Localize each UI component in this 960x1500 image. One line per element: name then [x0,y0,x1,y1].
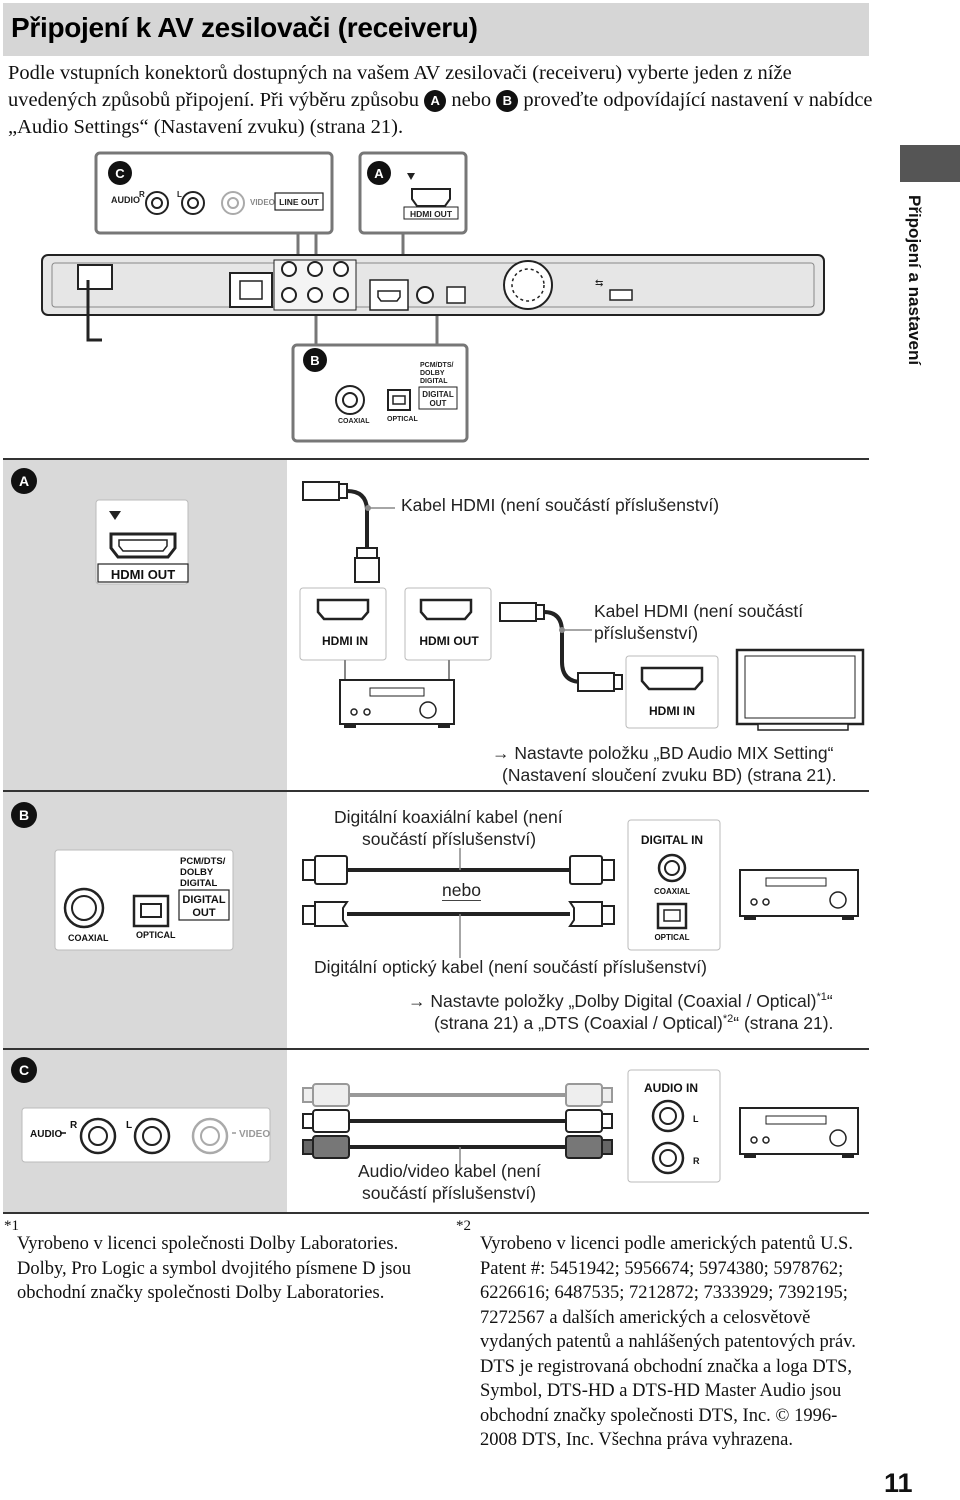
intro-badge-b: B [496,90,519,112]
player-hdmi-port [109,532,177,559]
callout-b-badge [303,348,327,372]
callout-b-out: OUT [430,399,447,408]
side-tab-label: Připojení a nastavení [905,195,924,366]
player-body [41,254,825,316]
callout-a-hdmi-port [411,188,451,207]
av-cable-video [302,1083,613,1107]
c-rx-r: R [693,1156,700,1166]
b-pcm1: PCM/DTS/ [180,856,226,867]
optical-cable-caption: Digitální optický kabel (není součástí p… [314,957,707,977]
hdmi-cable-2-caption-line1: Kabel HDMI (není součástí [594,601,804,621]
callout-a-badge [367,161,391,185]
or-label: nebo [442,880,481,901]
b-rx-coaxial: COAXIAL [654,887,690,896]
b-out: OUT [192,907,216,919]
divider-end [3,1212,869,1214]
player-hdmi-out-label: HDMI OUT [111,567,175,582]
receiver-hdmi-in-label: HDMI IN [322,634,368,648]
divider-b [3,790,869,792]
callout-c-lineout: LINE OUT [279,197,319,207]
callout-b-pcm3: DIGITAL [420,378,448,385]
callout-b-pcm1: PCM/DTS/ [420,362,454,369]
callout-b-pcm2: DOLBY [420,370,445,377]
divider-c [3,1048,869,1050]
arrow-icon: → [492,743,515,763]
c-rx-l: L [693,1114,699,1124]
callout-b-frame [291,343,469,443]
b-digital-in: DIGITAL IN [641,833,703,847]
av-cable-caption-line2: součástí příslušenství) [362,1183,537,1203]
title-bar [3,3,869,56]
footnote-2-text: Vyrobeno v licenci podle amerických pate… [480,1234,856,1450]
tv-hdmi-in-label: HDMI IN [649,704,695,718]
callout-c-r: R [139,190,145,199]
footnote-1-mark: *1 [4,1218,19,1234]
b-pcm2: DOLBY [180,867,214,878]
section-b-note-line2: (strana 21) a „DTS (Coaxial / Optical)*2… [434,1012,834,1033]
b-pcm3: DIGITAL [180,878,217,889]
coax-cable-caption-line1: Digitální koaxiální kabel (není [334,807,563,827]
section-b-note-line1: → Nastavte položky „Dolby Digital (Coaxi… [408,990,833,1011]
fan-grille [503,260,553,310]
av-receiver-a [339,679,455,725]
svg-text:⇆: ⇆ [595,278,603,289]
c-video: VIDEO [239,1129,270,1140]
callout-b-coaxial: COAXIAL [338,418,370,425]
c-audio-in: AUDIO IN [644,1081,698,1095]
divider-a [3,458,869,460]
callout-c-l: L [177,190,182,199]
av-cable-audio-l [302,1109,613,1133]
callout-a-badge-text: A [374,166,384,181]
callout-b-badge-text: B [310,353,319,368]
coax-cable-caption-line2: součástí příslušenství) [362,829,537,849]
callout-c-badge [108,161,132,185]
intro-badge-a: A [424,90,447,112]
b-optical-label: OPTICAL [136,930,176,940]
player-rear-panel-diagram: C AUDIO R L VIDEO LINE OUT A HDMI OUT ⇆ … [41,151,825,443]
usb-port [609,289,633,301]
b-optical-jack [132,894,170,928]
section-b-badge: B [11,802,37,828]
intro-text-2: nebo [446,89,497,111]
b-rx-optical: OPTICAL [654,933,689,942]
callout-b-digital: DIGITAL [422,390,454,399]
intro-text-1: Podle vstupních konektorů dostupných na … [8,62,792,111]
section-c-badge: C [11,1057,37,1083]
receiver-hdmi-out-label: HDMI OUT [419,634,479,648]
section-a-diagram: HDMI OUT HDMI IN HDMI OUT HDMI IN [95,481,865,731]
section-a-note-line2: (Nastavení sloučení zvuku BD) (strana 21… [502,765,837,785]
section-a-note-line1: → Nastavte položku „BD Audio MIX Setting… [492,743,834,763]
callout-c-audio: AUDIO [111,195,140,205]
side-tab-marker [900,145,960,182]
hdmi-cable-2-caption-line2: příslušenství) [594,623,699,643]
intro-text-3: proveďte odpovídající nastavení v nabídc… [8,89,873,138]
footnote-2-mark: *2 [456,1218,471,1234]
section-c-diagram: AUDIO R L VIDEO AUDIO IN L R [21,1069,859,1183]
av-cable-audio-r [302,1135,613,1159]
b-coaxial-label: COAXIAL [68,933,109,943]
b-digital: DIGITAL [182,894,225,906]
av-cable-caption-line1: Audio/video kabel (není [358,1161,541,1181]
hdmi-cable-1-caption: Kabel HDMI (není součástí příslušenství) [401,495,720,515]
callout-a-hdmi-out: HDMI OUT [410,209,453,219]
page-number: 11 [884,1468,913,1498]
c-r: R [70,1120,78,1131]
intro-paragraph: Podle vstupních konektorů dostupných na … [8,60,878,141]
section-b-diagram: PCM/DTS/ DOLBY DIGITAL DIGITAL OUT COAXI… [54,819,859,958]
power-inlet [77,264,113,290]
callout-c-video: VIDEO [250,198,275,207]
callout-c-badge-text: C [115,166,125,181]
arrow-icon: → [408,990,431,1011]
footnote-1-text: Vyrobeno v licenci společnosti Dolby Lab… [17,1234,411,1303]
c-l: L [126,1120,132,1131]
page-title: Připojení k AV zesilovači (receiveru) [11,12,478,43]
callout-b-optical: OPTICAL [387,416,418,423]
c-audio: AUDIO [30,1129,62,1140]
section-a-badge: A [11,468,37,494]
